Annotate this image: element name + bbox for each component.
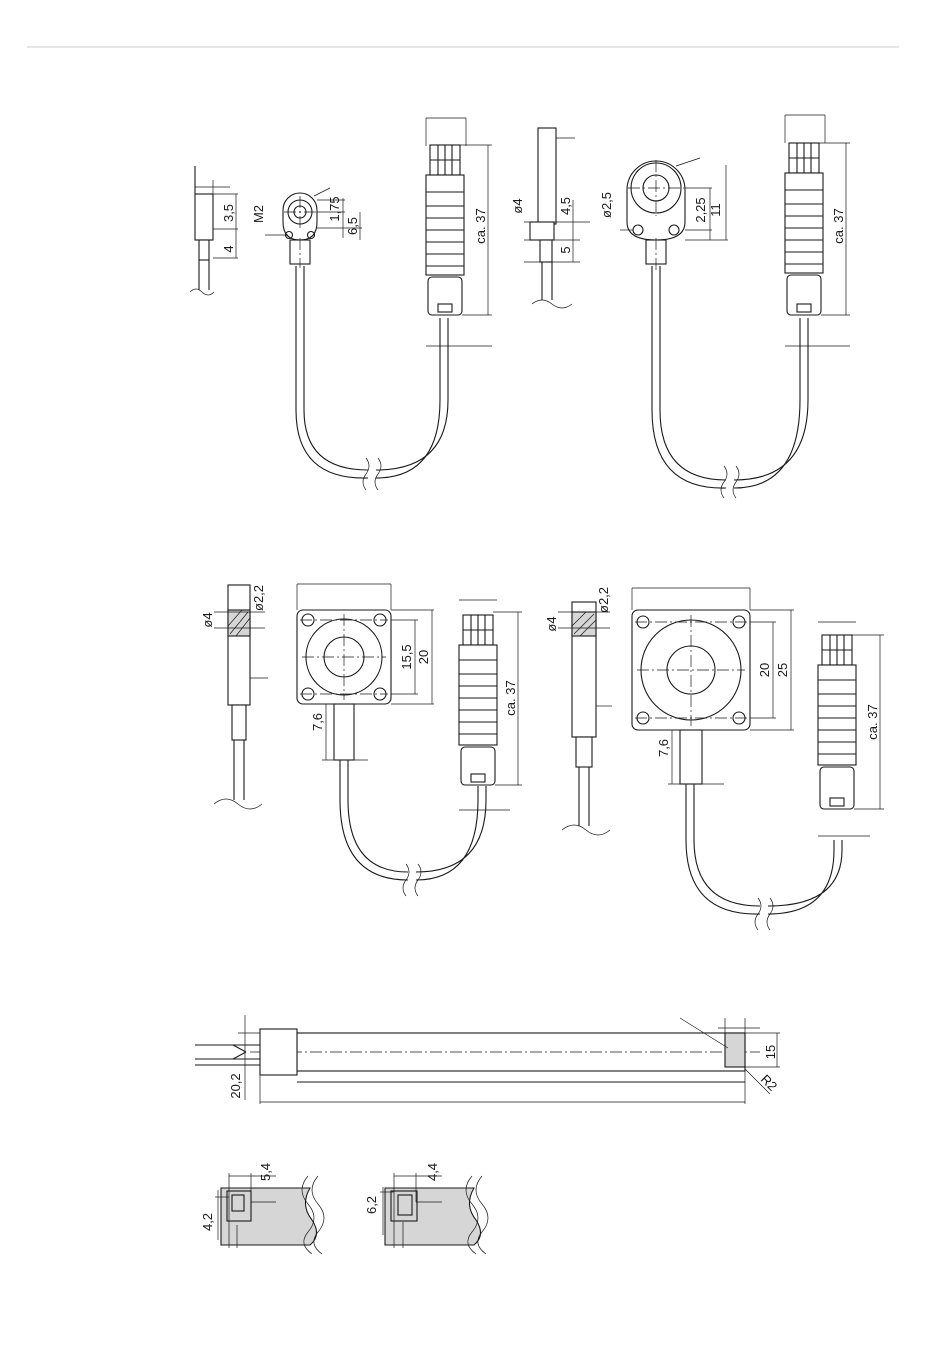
sq20-cable-length-label: ca. 37 [503, 680, 518, 715]
sq20-thickness-label: 7,6 [310, 713, 325, 731]
d4-diameter-label: ø4 [510, 198, 525, 213]
d4-hole-label: ø2,5 [599, 192, 614, 218]
sq25-thickness-label: 7,6 [656, 739, 671, 757]
m2-height-label: 6,5 [345, 217, 360, 235]
detail-right-view [380, 1173, 488, 1254]
d4-offset-label: 2,25 [693, 197, 708, 222]
sensor-sq25-side-view [558, 602, 612, 835]
m2-thread-label: M2 [251, 205, 266, 223]
detail-left-top-label: 5,4 [258, 1163, 273, 1181]
m2-side-bottom-label: 4 [221, 245, 236, 252]
magnet-bar-view [195, 1015, 780, 1104]
sensor-sq20-side-view [214, 585, 268, 809]
sq25-diameter-label: ø4 [544, 616, 559, 631]
sq20-size-label: 20 [416, 650, 431, 664]
sensor-sq20-front-view [297, 584, 434, 760]
sq25-cable-length-label: ca. 37 [865, 704, 880, 739]
m2-side-top-label: 3,5 [221, 204, 236, 222]
d4-bottom-label: 5 [558, 246, 573, 253]
magnet-width-label: 15 [763, 1045, 778, 1059]
sq25-size-label: 25 [775, 663, 790, 677]
sensor-m2-side-view [190, 166, 238, 295]
sensor-d4-cable [652, 266, 808, 498]
d4-top-label: 4,5 [558, 197, 573, 215]
detail-left-side-label: 4,2 [200, 1213, 215, 1231]
d4-cable-length-label: ca. 37 [831, 208, 846, 243]
sensor-sq25-cable [686, 784, 842, 930]
magnet-height-label: 20,2 [228, 1073, 243, 1098]
m2-offset-label: 1,75 [327, 196, 342, 221]
detail-left-view [215, 1173, 324, 1254]
sq20-pitch-label: 15,5 [399, 644, 414, 669]
sq25-pitch-label: 20 [757, 663, 772, 677]
sq20-hole-label: ø2,2 [251, 585, 266, 611]
detail-right-top-label: 4,4 [425, 1163, 440, 1181]
d4-height-label: 11 [708, 203, 723, 217]
magnet-radius-label: R2 [758, 1072, 780, 1094]
sensor-m2-cable [296, 266, 448, 490]
m2-cable-length-label: ca. 37 [473, 208, 488, 243]
sq20-diameter-label: ø4 [200, 612, 215, 627]
sq25-hole-label: ø2,2 [596, 587, 611, 613]
sensor-d4-side-view [524, 128, 590, 308]
detail-right-side-label: 6,2 [364, 1196, 379, 1214]
